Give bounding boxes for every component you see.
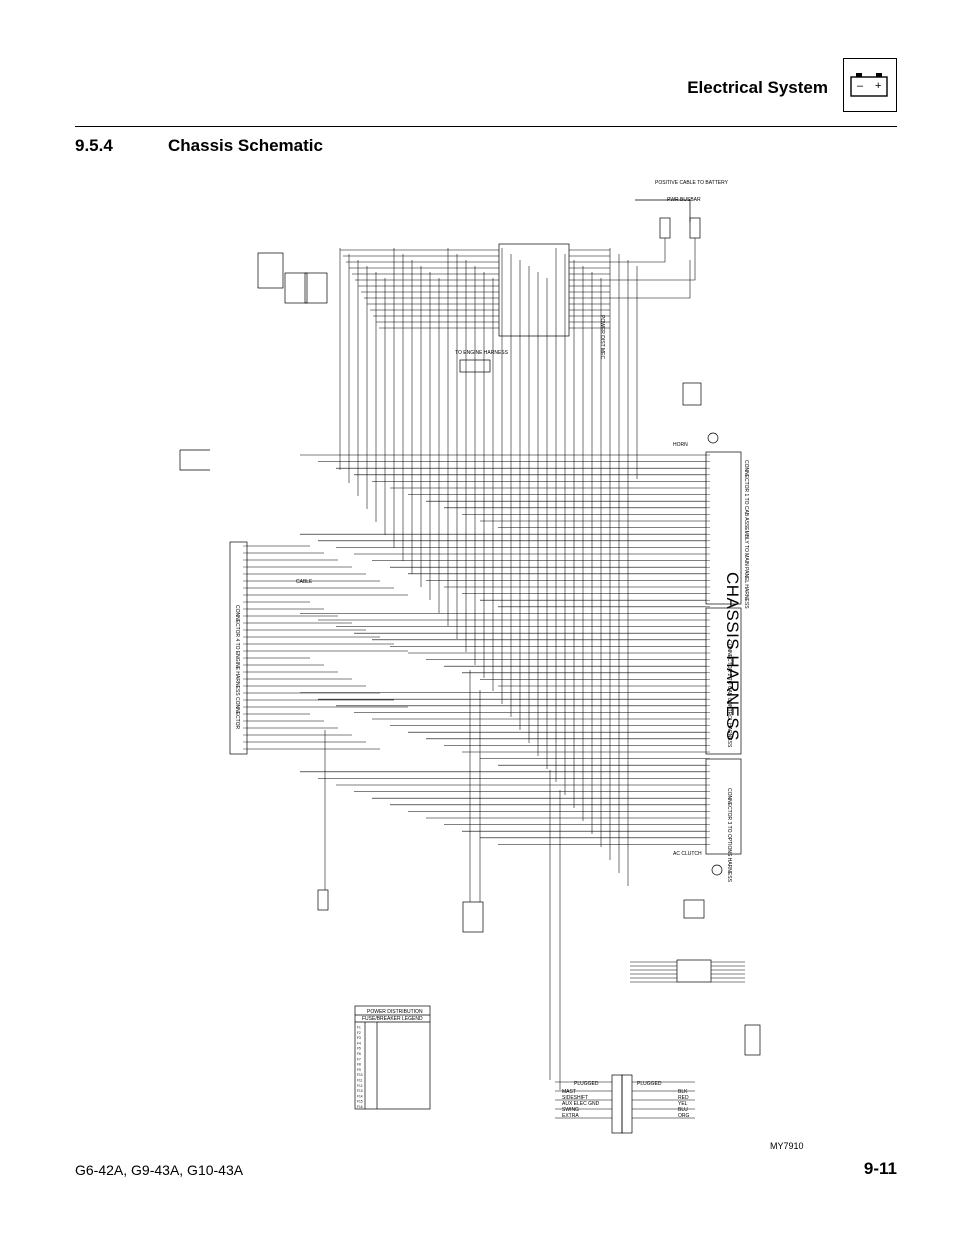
fuse-id: F9 xyxy=(357,1068,361,1072)
fuse-id: F3 xyxy=(357,1036,361,1040)
ground-stud xyxy=(317,889,329,911)
fuse-id: F12 xyxy=(357,1084,363,1088)
battery-icon: – + xyxy=(843,58,897,112)
plugged-right-label: PLUGGED xyxy=(637,1081,662,1087)
aux-right-label: RED xyxy=(678,1095,689,1101)
aux-right-label: BLU xyxy=(678,1107,688,1113)
wire xyxy=(610,238,666,263)
busbar xyxy=(635,199,691,222)
aux-right-label: YEL xyxy=(678,1101,688,1107)
backup-alarm-plug xyxy=(744,1024,761,1056)
positive-cable-label: POSITIVE CABLE TO BATTERY xyxy=(655,180,729,186)
circuit-breaker-1 xyxy=(659,217,671,239)
horn-icon xyxy=(707,432,719,444)
ac-clutch-label: AC CLUTCH xyxy=(673,851,702,857)
connector-3-label: CONNECTOR 3 TO OPTIONS HARNESS xyxy=(726,788,732,883)
neutral-relay xyxy=(462,901,484,933)
section-number: 9.5.4 xyxy=(75,136,113,155)
drawing-id: MY7910 xyxy=(770,1141,804,1151)
aux-right-label: BLK xyxy=(678,1089,688,1095)
seat-switch-plug xyxy=(683,899,705,919)
fuse-id: F16 xyxy=(357,1105,363,1109)
battery-minus: – xyxy=(857,80,864,92)
fuse-id: F1 xyxy=(357,1026,361,1030)
battery-plus: + xyxy=(875,80,881,92)
page-title: Chassis Schematic xyxy=(168,136,323,155)
aux-right-label: ORG xyxy=(678,1113,690,1119)
chassis-schematic: TO ENGINE HARNESS POSITIVE CABLE TO BATT… xyxy=(150,170,810,1135)
fuse-id: F5 xyxy=(357,1047,361,1051)
power-dist-label: POWER DIST MEC xyxy=(599,315,605,359)
aux-plug-1 xyxy=(676,959,712,983)
aux-left-label: MAST xyxy=(562,1089,576,1095)
section-title: Electrical System xyxy=(687,78,828,97)
power-dist-module xyxy=(498,243,570,337)
ac-clutch-icon xyxy=(711,864,723,876)
fuse-legend xyxy=(354,1005,431,1110)
relay-3 xyxy=(304,272,328,304)
to-engine-harness-label: TO ENGINE HARNESS xyxy=(455,350,509,356)
page-number: 9-11 xyxy=(863,1159,897,1178)
wire xyxy=(610,238,696,281)
connector-3 xyxy=(705,758,742,855)
aux-plug-right xyxy=(621,1074,633,1134)
relay-2 xyxy=(284,272,308,304)
footer-models: G6-42A, G9-43A, G10-43A xyxy=(75,1162,244,1178)
busbar-label: PWR BUSBAR xyxy=(667,197,701,203)
aux-left-label: AUX ELEC GND xyxy=(562,1101,600,1107)
horn-label: HORN xyxy=(673,442,688,448)
connector-2 xyxy=(705,607,742,755)
fuse-id: F10 xyxy=(357,1073,363,1077)
connector-4 xyxy=(229,541,248,755)
chassis-harness-label: CHASSIS HARNESS xyxy=(723,572,742,742)
fuse-id: F6 xyxy=(357,1052,361,1056)
reverse-alarm-plug xyxy=(682,382,702,406)
fuse-id: F2 xyxy=(357,1031,361,1035)
fuse-id: F15 xyxy=(357,1100,363,1104)
fuse-id: F8 xyxy=(357,1063,361,1067)
connector-1 xyxy=(705,451,742,605)
fault-switch xyxy=(179,449,210,471)
fuse-id: F7 xyxy=(357,1057,361,1061)
fuse-id: F4 xyxy=(357,1041,361,1045)
connector-4-label: CONNECTOR 4 TO ENGINE HARNESS CONNECTOR xyxy=(234,605,240,729)
connector-1-label: CONNECTOR 1 TO CAB ASSEMBLY TO MAIN PANE… xyxy=(743,460,749,609)
fuse-id: F11 xyxy=(357,1079,362,1083)
header-rule xyxy=(75,126,897,127)
power-dist-title: POWER DISTRIBUTION xyxy=(367,1009,423,1015)
wire xyxy=(610,260,691,299)
plugged-left-label: PLUGGED xyxy=(574,1081,599,1087)
relay-1 xyxy=(257,252,284,289)
fuse-id: F13 xyxy=(357,1089,363,1093)
fuse-id: F14 xyxy=(357,1094,363,1098)
cable-label: CABLE xyxy=(296,579,313,585)
aux-left-label: SWING xyxy=(562,1107,579,1113)
circuit-breaker-2 xyxy=(689,217,701,239)
aux-left-label: EXTRA xyxy=(562,1113,579,1119)
aux-left-label: SIDESHIFT xyxy=(562,1095,588,1101)
aux-plug-left xyxy=(611,1074,623,1134)
connector-2-label: CONNECTOR 2 TO CAB CONTROL HARNESS xyxy=(726,640,732,748)
fuse-legend-title: FUSE/BREAKER LEGEND xyxy=(362,1016,423,1022)
